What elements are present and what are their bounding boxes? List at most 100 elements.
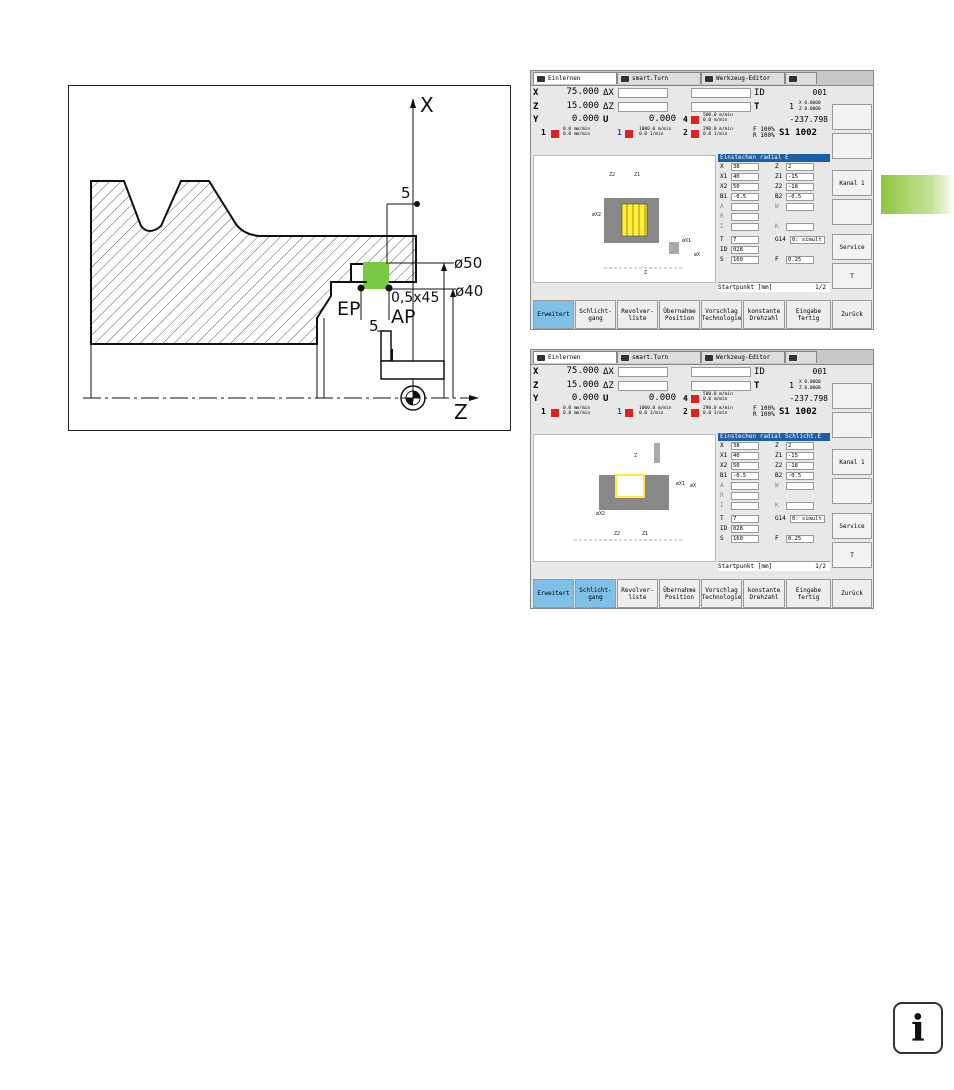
param-input-b1[interactable]: -0.5 — [731, 193, 759, 201]
param-input-k[interactable] — [786, 223, 814, 231]
param-label-b2: B2 — [775, 193, 783, 200]
param-input-id[interactable]: 028 — [731, 246, 759, 254]
param-input-x1[interactable]: 40 — [731, 173, 759, 181]
x-axis-label: X — [420, 93, 434, 117]
softkey-t-icon[interactable]: T — [832, 542, 872, 568]
param-input-w[interactable] — [786, 203, 814, 211]
softkey-bottom-6[interactable]: konstante Drehzahl — [743, 579, 785, 608]
softkey-empty[interactable] — [832, 199, 872, 225]
softkey-bottom-7[interactable]: Eingabe fertig — [786, 300, 831, 329]
param-input-a[interactable] — [731, 203, 759, 211]
softkey-tool-icon[interactable] — [832, 104, 872, 130]
param-label-x1: X1 — [720, 173, 728, 180]
param-input-b1[interactable]: -0.5 — [731, 472, 759, 480]
softkey-bottom-8[interactable]: Zurück — [832, 579, 872, 608]
groove-highlight — [363, 262, 389, 289]
param-input-x2[interactable]: 50 — [731, 462, 759, 470]
param-input-r[interactable] — [731, 213, 759, 221]
param-label-z1: Z1 — [775, 173, 783, 180]
tab-smart-turn[interactable]: smart.Turn — [617, 351, 701, 363]
gfx-x1: øX1 — [682, 238, 691, 244]
softkey-bottom-3[interactable]: Revolver- liste — [617, 300, 658, 329]
softkey-service[interactable]: Service — [832, 513, 872, 539]
softkey-empty[interactable] — [832, 478, 872, 504]
param-input-z2[interactable]: -18 — [786, 462, 814, 470]
param-label-b1: B1 — [720, 193, 728, 200]
param-input-x[interactable]: 38 — [731, 163, 759, 171]
save-icon[interactable] — [785, 351, 817, 363]
param-input-t[interactable]: 7 — [731, 515, 759, 523]
param-input-b2[interactable]: -0.5 — [786, 472, 814, 480]
tab-smart-turn[interactable]: smart.Turn — [617, 72, 701, 84]
param-input-x1[interactable]: 40 — [731, 452, 759, 460]
param-input-t[interactable]: 7 — [731, 236, 759, 244]
softkey-bottom-4[interactable]: Übernahme Position — [659, 579, 700, 608]
softkey-bottom-5[interactable]: Vorschlag Technologie — [701, 300, 742, 329]
param-input-z1[interactable]: -15 — [786, 173, 814, 181]
softkey-bottom-1[interactable]: Erweitert — [533, 300, 574, 329]
softkey-spindle-icon[interactable] — [832, 412, 872, 438]
param-input-b2[interactable]: -0.5 — [786, 193, 814, 201]
param-label-i: I — [720, 502, 724, 509]
softkey-bottom-5[interactable]: Vorschlag Technologie — [701, 579, 742, 608]
param-input-f[interactable]: 0.25 — [786, 535, 814, 543]
ep-label: EP — [337, 298, 361, 320]
tab-werkzeug-editor[interactable]: Werkzeug-Editor — [701, 72, 785, 84]
param-input-a[interactable] — [731, 482, 759, 490]
param-label-g14: G14 — [775, 236, 786, 243]
tab-einlernen[interactable]: Einlernen — [533, 72, 617, 84]
param-input-g14[interactable]: 0: simult — [790, 236, 825, 244]
softkey-spindle-icon[interactable] — [832, 133, 872, 159]
groove-area — [621, 203, 648, 237]
softkey-t-icon[interactable]: T — [832, 263, 872, 289]
param-input-k[interactable] — [786, 502, 814, 510]
softkey-kanal[interactable]: Kanal 1 — [832, 170, 872, 196]
softkey-bottom-4[interactable]: Übernahme Position — [659, 300, 700, 329]
param-input-id[interactable]: 028 — [731, 525, 759, 533]
dia-40-label: ø40 — [455, 282, 484, 300]
dim-5-bottom: 5 — [369, 317, 379, 335]
save-icon[interactable] — [785, 72, 817, 84]
param-input-z2[interactable]: -18 — [786, 183, 814, 191]
param-label-x2: X2 — [720, 183, 728, 190]
param-input-i[interactable] — [731, 223, 759, 231]
softkey-bottom-2[interactable]: Schlicht- gang — [575, 300, 616, 329]
gfx-z: Z — [634, 453, 637, 459]
softkey-tool-icon[interactable] — [832, 383, 872, 409]
param-label-x: X — [720, 163, 724, 170]
param-label-s: S — [720, 535, 724, 542]
tab-bar: Einlernen smart.Turn Werkzeug-Editor — [531, 350, 873, 365]
param-input-w[interactable] — [786, 482, 814, 490]
softkey-bottom-1[interactable]: Erweitert — [533, 579, 574, 608]
tab-werkzeug-editor[interactable]: Werkzeug-Editor — [701, 351, 785, 363]
param-input-s[interactable]: 160 — [731, 256, 759, 264]
softkey-bottom-8[interactable]: Zurück — [832, 300, 872, 329]
param-input-r[interactable] — [731, 492, 759, 500]
param-input-z[interactable]: 2 — [786, 442, 814, 450]
tool-shape — [669, 242, 679, 254]
param-input-x[interactable]: 38 — [731, 442, 759, 450]
param-label-g14: G14 — [775, 515, 786, 522]
info-icon: i — [893, 1002, 943, 1054]
softkey-kanal[interactable]: Kanal 1 — [832, 449, 872, 475]
param-input-x2[interactable]: 50 — [731, 183, 759, 191]
softkey-bottom-7[interactable]: Eingabe fertig — [786, 579, 831, 608]
softkey-bottom-2[interactable]: Schlicht- gang — [575, 579, 616, 608]
softkey-bottom-6[interactable]: konstante Drehzahl — [743, 300, 785, 329]
chamfer-label: 0,5x45 — [391, 290, 440, 306]
param-input-z[interactable]: 2 — [786, 163, 814, 171]
gfx-z2: Z2 — [609, 172, 615, 178]
softkey-service[interactable]: Service — [832, 234, 872, 260]
param-input-g14[interactable]: 0: simult — [790, 515, 825, 523]
softkey-bottom-3[interactable]: Revolver- liste — [617, 579, 658, 608]
param-input-z1[interactable]: -15 — [786, 452, 814, 460]
param-label-z: Z — [775, 442, 779, 449]
param-label-id: ID — [720, 525, 728, 532]
dialog-title: Einstechen radial Schlicht.E — [718, 433, 830, 441]
param-input-s[interactable]: 160 — [731, 535, 759, 543]
param-input-f[interactable]: 0.25 — [786, 256, 814, 264]
param-input-i[interactable] — [731, 502, 759, 510]
tab-einlernen[interactable]: Einlernen — [533, 351, 617, 363]
